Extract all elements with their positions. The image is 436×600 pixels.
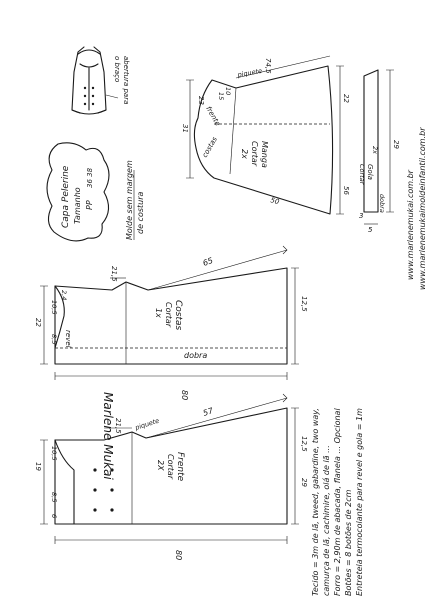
front-meas-neck2: 10,5: [50, 446, 58, 460]
note-line1: Molde sem margem: [125, 160, 134, 240]
back-meas-shoulder: 21,5: [110, 266, 118, 282]
back-meas-hem: 65: [202, 256, 215, 268]
front-meas-width: 80: [174, 550, 183, 560]
sleeve-name: Manga: [260, 141, 269, 168]
button-dot: [83, 94, 87, 98]
collar-outline: [363, 69, 379, 213]
collar-meas-w1: 3: [359, 212, 363, 220]
button-dot: [91, 102, 95, 106]
back-meas-width: 80: [180, 390, 189, 400]
materials-line2: camurça de lã, cachimire, olá de lã ...: [322, 445, 331, 596]
materials-line1: Tecido = 3m de lã, tweed, gabardine, two…: [311, 408, 320, 596]
front-button-mark: [93, 508, 97, 512]
front-button-mark: [93, 468, 97, 472]
front-meas-hem: 57: [202, 406, 215, 418]
title-line1: Capa Pelerine: [61, 165, 71, 228]
website-block: www.marlenemukai.com.br www.marlenemukai…: [406, 127, 427, 290]
back-cut: Cortar: [164, 302, 173, 328]
title-cloud: [46, 142, 110, 242]
sleeve-outline: [193, 65, 334, 215]
sleeve-meas-top: 74,5: [264, 58, 272, 74]
sleeve-meas-side: 50: [269, 196, 280, 206]
front-button-mark: [110, 468, 114, 472]
sketch-label-1: abertura para: [122, 56, 130, 104]
back-piece: Costas Cortar 1x dobra revel 80 65 21,5 …: [34, 245, 308, 400]
coat-sketch: abertura para o braço: [71, 46, 130, 115]
sleeve-meas-cap: 31: [181, 124, 189, 133]
materials-block: Tecido = 3m de lã, tweed, gabardine, two…: [311, 408, 364, 596]
front-meas-shoulder: 21,5: [114, 418, 122, 434]
materials-line4: Botões = 8 botões de 2cm: [344, 489, 353, 596]
sleeve-meas-b: 22: [342, 94, 350, 103]
sketch-label-2: o braço: [113, 56, 121, 82]
front-name: Frente: [175, 452, 185, 482]
note-line2: de costura: [136, 192, 145, 235]
button-dot: [91, 86, 95, 90]
title-line2: Tamanho: [73, 187, 82, 224]
note-block: Molde sem margem de costura: [125, 160, 145, 240]
front-button-mark: [93, 488, 97, 492]
back-qty: 1x: [154, 308, 163, 318]
collar-piece: Gola Cortar 2x dobra 29 3 5: [358, 69, 400, 234]
front-meas-right: 29: [300, 478, 308, 487]
button-dot: [91, 94, 95, 98]
back-meas-neck: 2,4: [60, 290, 68, 300]
sleeve-meas-e: 56: [342, 186, 350, 195]
sleeve-meas-a: 23: [197, 96, 205, 105]
collar-qty: 2x: [371, 146, 379, 154]
signature-text: Marlene Mukai: [101, 392, 115, 480]
back-name: Costas: [173, 300, 183, 331]
website-line2: www.marlenemukaimoldeinfantil.com.br: [418, 127, 427, 290]
back-meas-neck2: 10,5: [50, 300, 58, 314]
button-dot: [83, 86, 87, 90]
front-cut: Cortar: [166, 454, 175, 480]
front-meas-side: 12,5: [300, 436, 308, 452]
back-meas-chest: 22: [34, 318, 42, 327]
back-fold: dobra: [184, 351, 207, 360]
signature: Marlene Mukai: [101, 392, 115, 480]
back-meas-small: 8,5: [50, 334, 58, 344]
back-meas-side: 12,5: [300, 296, 308, 312]
materials-line3: Forro = 2,90m de abacada, flanela ... Op…: [333, 408, 342, 596]
back-outline: [54, 267, 288, 365]
front-button-mark: [110, 488, 114, 492]
front-meas-end: 6: [50, 514, 58, 518]
front-meas-neck: 19: [34, 462, 42, 471]
front-button-mark: [110, 508, 114, 512]
front-meas-small: 8,5: [50, 492, 58, 502]
collar-cut: Cortar: [358, 164, 366, 186]
collar-name: Gola: [366, 164, 374, 180]
collar-meas-w2: 5: [368, 226, 373, 234]
front-qty: 2X: [156, 460, 165, 471]
button-dot: [83, 102, 87, 106]
sleeve-meas-c: 15: [217, 92, 225, 100]
title-line3: PP: [85, 200, 94, 210]
back-facing: revel: [64, 330, 72, 348]
title-block: Capa Pelerine Tamanho PP 36 38: [46, 142, 110, 242]
collar-meas-length: 29: [392, 140, 400, 149]
materials-line5: Entretela termocolante para revel e gola…: [355, 408, 364, 596]
title-sizes: 36 38: [86, 167, 94, 188]
front-outline: [54, 407, 288, 525]
collar-fold: dobra: [378, 194, 386, 213]
sleeve-meas-d: 10: [224, 87, 232, 95]
website-line1: www.marlenemukai.com.br: [406, 169, 415, 280]
sleeve-cut: Cortar: [250, 141, 259, 167]
sleeve-qty: 2x: [240, 149, 249, 159]
